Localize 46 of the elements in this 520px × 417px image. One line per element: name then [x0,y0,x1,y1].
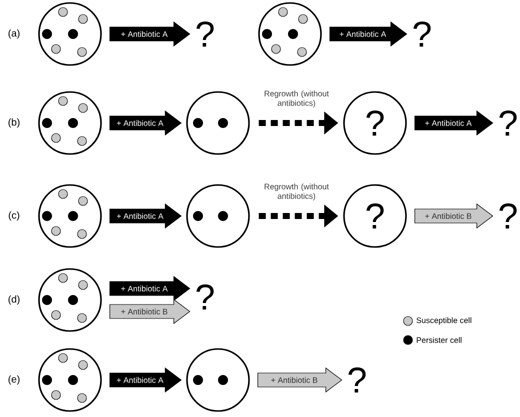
edge-label: Regrowth (without antibiotics) [264,90,329,108]
culture-dish: ? [343,91,407,155]
panel-label: (c) [8,211,20,221]
culture-dish [38,91,102,155]
legend-label: Persister cell [416,337,462,343]
edge-label: Regrowth (without antibiotics) [264,184,329,200]
culture-dish [38,348,102,412]
panel-label: (b) [8,118,20,128]
edge-label: + Antibiotic A [116,120,164,126]
edge-label: + Antibiotic A [116,377,164,383]
block-arrow [330,21,408,47]
block-arrow [110,21,190,47]
panel-label: (e) [8,375,20,385]
question-mark: ? [348,367,366,393]
culture-dish [38,184,102,248]
block-arrow [110,110,182,136]
culture-dish [38,2,102,66]
block-arrow [110,298,190,324]
edge-label: + Antibiotic A [425,120,472,126]
edge-label: + Antibiotic A [121,31,168,37]
culture-dish [258,2,322,66]
question-mark: ? [499,203,517,229]
edge-label: + Antibiotic A [116,213,164,219]
panel-label: (a) [8,29,20,39]
block-arrow [110,367,182,393]
block-arrow [110,276,190,302]
panel-label: (d) [8,295,20,305]
question-mark: ? [196,21,214,47]
edge-label: + Antibiotic A [121,286,168,292]
culture-dish [38,268,102,332]
culture-dish: ? [343,184,407,248]
block-arrow [258,367,342,393]
block-arrow [110,203,182,229]
block-arrow [414,110,494,136]
block-arrow [414,203,494,229]
culture-dish [186,184,250,248]
question-mark: ? [196,284,214,310]
edge-label: + Antibiotic B [425,213,472,219]
edge-label: + Antibiotic A [340,31,386,37]
question-mark: ? [413,21,431,47]
legend-label: Susceptible cell [416,317,472,325]
edge-label: + Antibiotic B [121,308,168,314]
culture-dish [186,348,250,412]
edge-label: + Antibiotic B [271,377,318,383]
culture-dish [186,91,250,155]
question-mark: ? [499,110,517,136]
